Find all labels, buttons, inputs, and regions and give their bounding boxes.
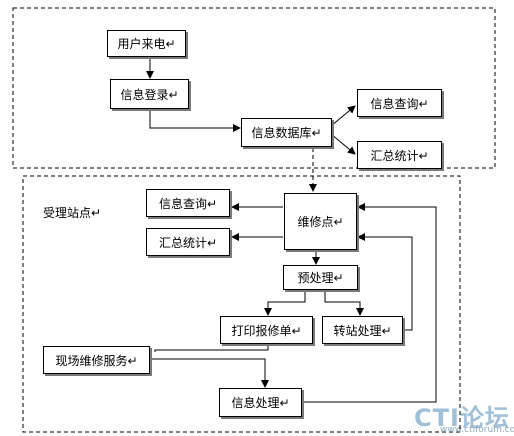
node-print-repair-form: 打印报修单↵ [220,316,313,344]
edge-print-onsite [154,344,269,352]
edge-transfer-repair [357,233,413,331]
node-preprocess: 预处理↵ [283,265,358,290]
node-repair-point: 维修点↵ [284,193,357,250]
node-caller: 用户来电↵ [107,30,186,57]
edge-preprocess-print [264,290,306,316]
node-login: 信息登录↵ [110,79,189,109]
node-transfer-processing: 转站处理↵ [322,316,403,344]
edge-info-repair [302,203,437,403]
watermark-logo: CTI论坛 [414,404,510,432]
edge-db-top-stats [330,133,356,155]
watermark-url: www.ctiforum.com [440,425,514,435]
node-top-summary-stats: 汇总统计↵ [357,141,442,169]
system-region-border [12,7,496,169]
node-onsite-service: 现场维修服务↵ [43,346,150,374]
site-region-label: 受理站点↵ [43,206,102,220]
node-site-summary-stats: 汇总统计↵ [146,228,230,256]
edge-db-top-query [330,105,356,127]
node-site-info-query: 信息查询↵ [146,189,230,217]
edge-onsite-info [150,358,269,388]
site-region-border [22,175,461,433]
node-database: 信息数据库↵ [241,118,332,147]
edge-login-db [149,110,241,132]
edge-preprocess-transfer [324,290,364,316]
cti-forum-watermark: CTI论坛 www.ctiforum.com [410,398,514,436]
node-top-info-query: 信息查询↵ [357,89,442,117]
node-info-processing: 信息处理↵ [219,388,302,417]
